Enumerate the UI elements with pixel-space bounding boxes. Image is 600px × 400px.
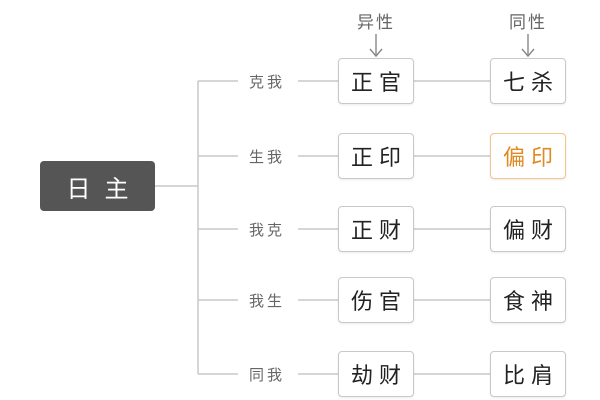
root-node: 日主 <box>40 161 155 211</box>
node-yi-xing: 伤官 <box>338 277 414 323</box>
node-yi-xing: 正财 <box>338 206 414 252</box>
node-tong-xing: 食神 <box>490 277 566 323</box>
down-arrow-icon <box>521 34 535 58</box>
node-tong-xing: 偏财 <box>490 206 566 252</box>
node-yi-xing: 正印 <box>338 133 414 179</box>
node-tong-xing-highlighted: 偏印 <box>490 133 566 179</box>
relation-label: 生我 <box>248 148 285 166</box>
relation-label: 我克 <box>248 221 285 239</box>
header-tong-xing: 同性 <box>509 13 547 33</box>
relation-label: 我生 <box>248 292 285 310</box>
relation-label: 同我 <box>248 366 285 384</box>
relation-label: 克我 <box>248 73 285 91</box>
node-yi-xing: 劫财 <box>338 351 414 397</box>
node-tong-xing: 七杀 <box>490 58 566 104</box>
node-tong-xing: 比肩 <box>490 351 566 397</box>
header-yi-xing: 异性 <box>357 13 395 33</box>
down-arrow-icon <box>369 34 383 58</box>
node-yi-xing: 正官 <box>338 58 414 104</box>
